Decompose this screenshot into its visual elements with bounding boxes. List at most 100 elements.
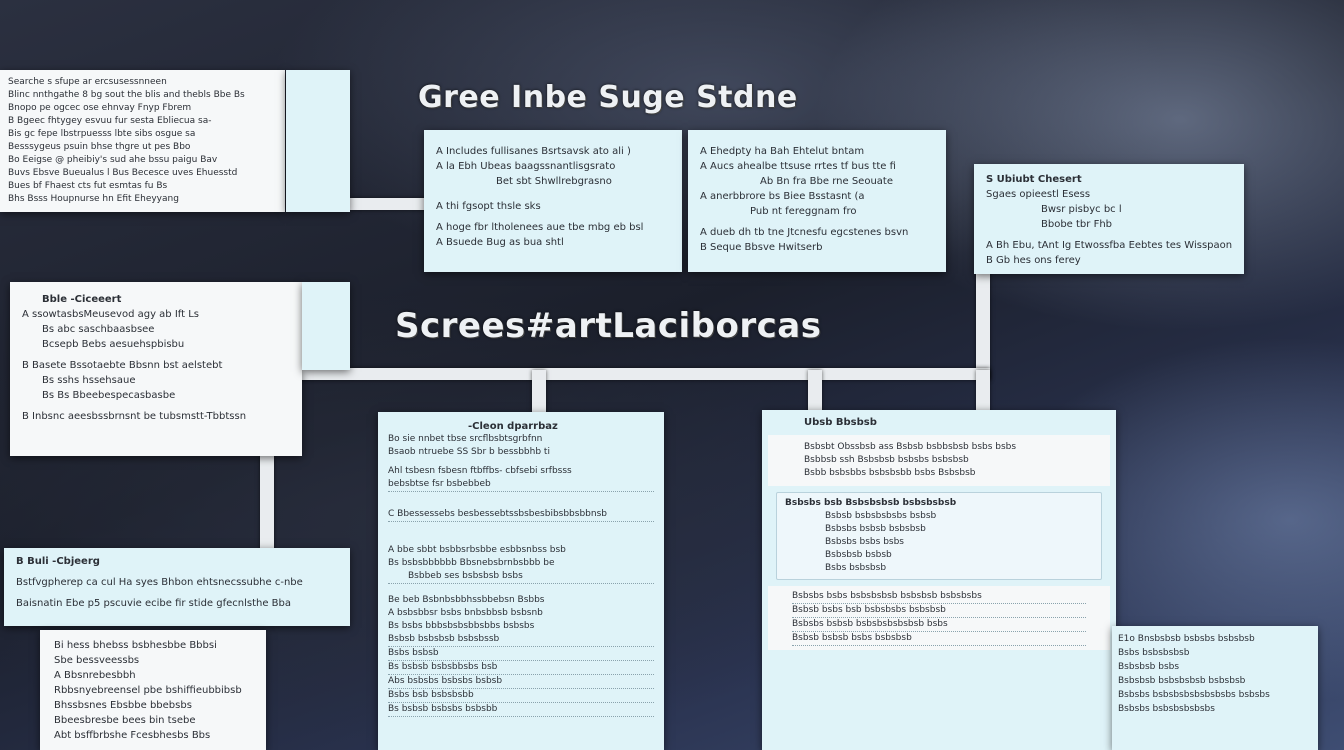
node-line: Bsbsbs bsbsbsbsbsbsbsbs bsbsbs	[1118, 690, 1270, 700]
node-line: Bsbsbt Obssbsb ass Bsbsb bsbbsbsb bsbs b…	[804, 442, 1017, 452]
node-line: Bsbsb bsbsbsb bsbsbssb	[388, 633, 654, 647]
node-line: A thi fgsopt thsle sks	[436, 201, 541, 212]
connector-main-horizontal	[280, 368, 990, 380]
node-line: Bi hess bhebss bsbhesbbe Bbbsi	[54, 640, 217, 651]
node-bottom-center-right: Ubsb Bbsbsb Bsbsbt Obssbsb ass Bsbsb bsb…	[762, 410, 1116, 750]
node-line: Bs Bs Bbeebespecasbasbe	[42, 390, 176, 401]
connector-drop-far-right	[976, 370, 990, 414]
node-top-center-left: A Includes fullisanes Bsrtsavsk ato ali …	[424, 130, 682, 272]
inner-panel: Bsbsbs bsb Bsbsbsbsb bsbsbsbsb Bsbsb bsb…	[776, 492, 1102, 580]
node-title: -Cleon dparrbaz	[468, 421, 558, 432]
node-line: Pub nt fereggnam fro	[750, 206, 857, 217]
node-top-left: Searche s sfupe ar ercsusessnneen Blinc …	[0, 70, 285, 212]
node-line: Bnopo pe ogcec ose ehnvay Fnyp Fbrem	[8, 103, 192, 113]
node-line: Bsbs bsbsbsbsb	[1118, 648, 1190, 658]
node-line: A anerbbrore bs Biee Bsstasnt (a	[700, 191, 865, 202]
node-line: Bsbsbsb bsbsbsbsb bsbsbsb	[1118, 676, 1246, 686]
node-line: Bsbb bsbsbbs bsbsbsbb bsbs Bsbsbsb	[804, 468, 976, 478]
node-line: Bsbsb bsbsb bsbs bsbsbsb	[792, 632, 1086, 646]
panel-line: Bsbsbsb bsbsb	[825, 550, 892, 560]
connector-right-vertical	[976, 272, 990, 380]
node-line: Bet sbt Shwllrebgrasno	[496, 176, 612, 187]
node-line: A Aucs ahealbe ttsuse rrtes tf bus tte f…	[700, 161, 896, 172]
node-line: Bsbsb bsbs bsb bsbsbsbs bsbsbsb	[792, 604, 1086, 618]
node-bottom-left: Bi hess bhebss bsbhesbbe Bbbsi Sbe bessv…	[40, 630, 266, 750]
node-line: Bs bsbsbbbbbb Bbsnebsbrnbsbbb be	[388, 558, 555, 568]
node-mid-bottom-left: B Buli -Cbjeerg Bstfvgpherep ca cul Ha s…	[4, 548, 350, 626]
node-line: Bo sie nnbet tbse srcflbsbtsgrbfnn	[388, 434, 543, 444]
node-bottom-center: -Cleon dparrbaz Bo sie nnbet tbse srcflb…	[378, 412, 664, 750]
node-line: A la Ebh Ubeas baagssnantlisgsrato	[436, 161, 616, 172]
panel-line: Bsbs bsbsbsb	[825, 563, 887, 573]
node-line: Bsaob ntruebe SS Sbr b bessbbhb ti	[388, 447, 550, 457]
node-line: Bsbsbs bsbsbsbsbsbs	[1118, 704, 1215, 714]
node-title: B Buli -Cbjeerg	[16, 556, 100, 567]
node-line: A Bbsnrebesbbh	[54, 670, 136, 681]
node-title: Ubsb Bbsbsb	[804, 417, 877, 428]
node-mid-left: Bble -Ciceeert A ssowtasbsMeusevod agy a…	[10, 282, 302, 456]
node-top-right: S Ubiubt Chesert Sgaes opieestl Esess Bw…	[974, 164, 1244, 274]
node-line: A bsbsbbsr bsbs bnbsbbsb bsbsnb	[388, 608, 543, 618]
node-line: Buvs Ebsve Bueualus l Bus Becesce uves E…	[8, 168, 238, 178]
panel-line: Bsbsbs bsbs bsbs	[825, 537, 904, 547]
node-line: Bhssbsnes Ebsbbe bbebsbs	[54, 700, 192, 711]
node-line: B Bgeec fhtygey esvuu fur sesta Ebliecua…	[8, 116, 212, 126]
connector-drop-right	[808, 370, 822, 414]
node-line: B Seque Bbsve Hwitserb	[700, 242, 823, 253]
node-line: Baisnatin Ebe p5 pscuvie ecibe fir stide…	[16, 598, 292, 609]
node-line: Bwsr pisbyc bc l	[1041, 204, 1122, 215]
node-line: Abt bsffbrbshe Fcesbhesbs Bbs	[54, 730, 211, 741]
node-line: A Includes fullisanes Bsrtsavsk ato ali …	[436, 146, 631, 157]
node-line: Bs bsbsb bsbsbs bsbsbb	[388, 703, 654, 717]
heading-top: Gree Inbe Suge Stdne	[418, 80, 798, 115]
node-line: Besssygeus psuin bhse thgre ut pes Bbo	[8, 142, 191, 152]
node-line: C Bbessessebs besbessebtssbsbesbibsbbsbb…	[388, 508, 654, 522]
node-line: Searche s sfupe ar ercsusessnneen	[8, 77, 167, 87]
node-line: Rbbsnyebreensel pbe bshiffieubbibsb	[54, 685, 242, 696]
node-mid-left-tab	[302, 282, 350, 370]
node-line: Bhs Bsss Houpnurse hn Efit Eheyyang	[8, 194, 179, 204]
node-line: Bsbsbs bsbs bsbsbsbsb bsbsbsb bsbsbsbs	[792, 590, 1086, 604]
node-line: Sbe bessveessbs	[54, 655, 140, 666]
node-line: Bo Eeigse @ pheibiy's sud ahe bssu paigu…	[8, 155, 218, 165]
heading-middle: Screes#artLaciborcas	[395, 306, 822, 346]
node-line: A Bh Ebu, tAnt Ig Etwossfba Eebtes tes W…	[986, 240, 1232, 251]
node-top-left-tab	[286, 70, 350, 212]
node-line: Bsbs bsbsb	[388, 647, 654, 661]
node-bottom-right: E1o Bnsbsbsb bsbsbs bsbsbsb Bsbs bsbsbsb…	[1112, 626, 1318, 750]
node-line: Bs bsbsb bsbsbbsbs bsb	[388, 661, 654, 675]
node-line: Bsbsbs bsbsb bsbsbsbsbsbsb bsbs	[792, 618, 1086, 632]
node-line: A hoge fbr ltholenees aue tbe mbg eb bsl	[436, 222, 644, 233]
node-line: Bstfvgpherep ca cul Ha syes Bhbon ehtsne…	[16, 577, 303, 588]
node-line: Bbeesbresbe bees bin tsebe	[54, 715, 196, 726]
node-line: Bis gc fepe lbstrpuesss lbte sibs osgue …	[8, 129, 196, 139]
node-line: Blinc nnthgathe 8 bg sout the blis and t…	[8, 90, 245, 100]
node-line: Bues bf Fhaest cts fut esmtas fu Bs	[8, 181, 168, 191]
node-title: S Ubiubt Chesert	[986, 174, 1082, 185]
connector-top-left	[350, 198, 428, 210]
node-line: B Inbsnc aeesbssbrnsnt be tubsmstt-Tbbts…	[22, 411, 247, 422]
panel-line: Bsbsbs bsbsb bsbsbsb	[825, 524, 926, 534]
node-line: E1o Bnsbsbsb bsbsbs bsbsbsb	[1118, 634, 1255, 644]
node-top-center-right: A Ehedpty ha Bah Ehtelut bntam A Aucs ah…	[688, 130, 946, 272]
node-line: B Gb hes ons ferey	[986, 255, 1081, 266]
node-line: Ab Bn fra Bbe rne Seouate	[760, 176, 893, 187]
node-line: Bsbbeb ses bsbsbsb bsbs	[388, 570, 654, 584]
node-line: Bs bsbs bbbsbsbsbbsbbs bsbsbs	[388, 621, 535, 631]
node-line: bebsbtse fsr bsbebbeb	[388, 478, 654, 492]
node-line: Bsbbsb ssh Bsbsbsb bsbsbs bsbsbsb	[804, 455, 969, 465]
panel-line: Bsbsb bsbsbsbsbs bsbsb	[825, 511, 937, 521]
node-line: A ssowtasbsMeusevod agy ab Ift Ls	[22, 309, 199, 320]
node-line: Be beb Bsbnbsbbhssbbebsn Bsbbs	[388, 595, 545, 605]
node-line: Ahl tsbesn fsbesn ftbffbs- cbfsebi srfbs…	[388, 466, 572, 476]
node-line: Bsbsbsb bsbs	[1118, 662, 1180, 672]
node-line: Bs abc saschbaasbsee	[42, 324, 155, 335]
node-line: Bcsepb Bebs aesuehspbisbu	[42, 339, 185, 350]
node-line: Bbobe tbr Fhb	[1041, 219, 1113, 230]
node-line: Sgaes opieestl Esess	[986, 189, 1091, 200]
node-line: Bs sshs hssehsaue	[42, 375, 136, 386]
connector-drop-center	[532, 370, 546, 414]
node-line: A bbe sbbt bsbbsrbsbbe esbbsnbss bsb	[388, 545, 566, 555]
node-line: A dueb dh tb tne Jtcnesfu egcstenes bsvn	[700, 227, 909, 238]
panel-title: Bsbsbs bsb Bsbsbsbsb bsbsbsbsb	[785, 498, 957, 508]
